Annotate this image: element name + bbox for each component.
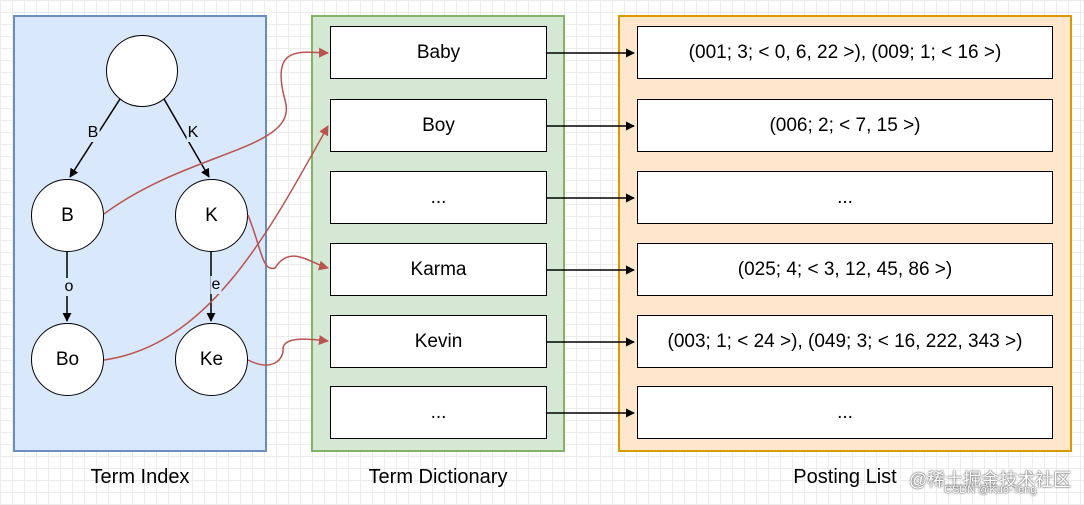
index-to-dict-link-ke	[247, 335, 329, 366]
trie-edge-label-k: K	[186, 124, 200, 142]
dictionary-entry-karma: Karma	[330, 243, 547, 296]
dictionary-entry-kevin: Kevin	[330, 315, 547, 368]
term-dictionary-caption: Term Dictionary	[368, 466, 508, 488]
index-to-dict-link-b	[103, 47, 329, 215]
dictionary-entry-ellipsis: ...	[330, 386, 547, 439]
index-to-dict-link-bo	[103, 125, 329, 361]
trie-node-ke: Ke	[175, 323, 248, 396]
posting-list-caption: Posting List	[793, 466, 897, 488]
term-index-caption: Term Index	[90, 466, 190, 488]
posting-entry-karma: (025; 4; < 3, 12, 45, 86 >)	[637, 243, 1053, 296]
trie-edge-label-e: e	[210, 276, 222, 294]
dictionary-entry-ellipsis: ...	[330, 171, 547, 224]
trie-node-b: B	[31, 179, 104, 252]
dictionary-entry-boy: Boy	[330, 99, 547, 152]
posting-entry-boy: (006; 2; < 7, 15 >)	[637, 99, 1053, 152]
posting-entry-kevin: (003; 1; < 24 >), (049; 3; < 16, 222, 34…	[637, 315, 1053, 368]
posting-entry-baby: (001; 3; < 0, 6, 22 >), (009; 1; < 16 >)	[637, 26, 1053, 79]
watermark-csdn: CSDN @Kuo-Teng	[944, 484, 1037, 496]
posting-list-panel	[618, 15, 1072, 452]
index-to-dict-link-k	[247, 214, 329, 271]
trie-edge-label-b: B	[86, 124, 100, 142]
watermark: @稀土掘金技术社区	[909, 470, 1072, 490]
trie-node-k: K	[175, 179, 248, 252]
posting-entry-ellipsis: ...	[637, 171, 1053, 224]
term-dictionary-panel	[311, 15, 565, 452]
posting-entry-ellipsis: ...	[637, 386, 1053, 439]
dictionary-entry-baby: Baby	[330, 26, 547, 79]
trie-root-node	[106, 35, 178, 107]
trie-edge-label-o: o	[63, 278, 75, 296]
trie-node-bo: Bo	[31, 323, 104, 396]
